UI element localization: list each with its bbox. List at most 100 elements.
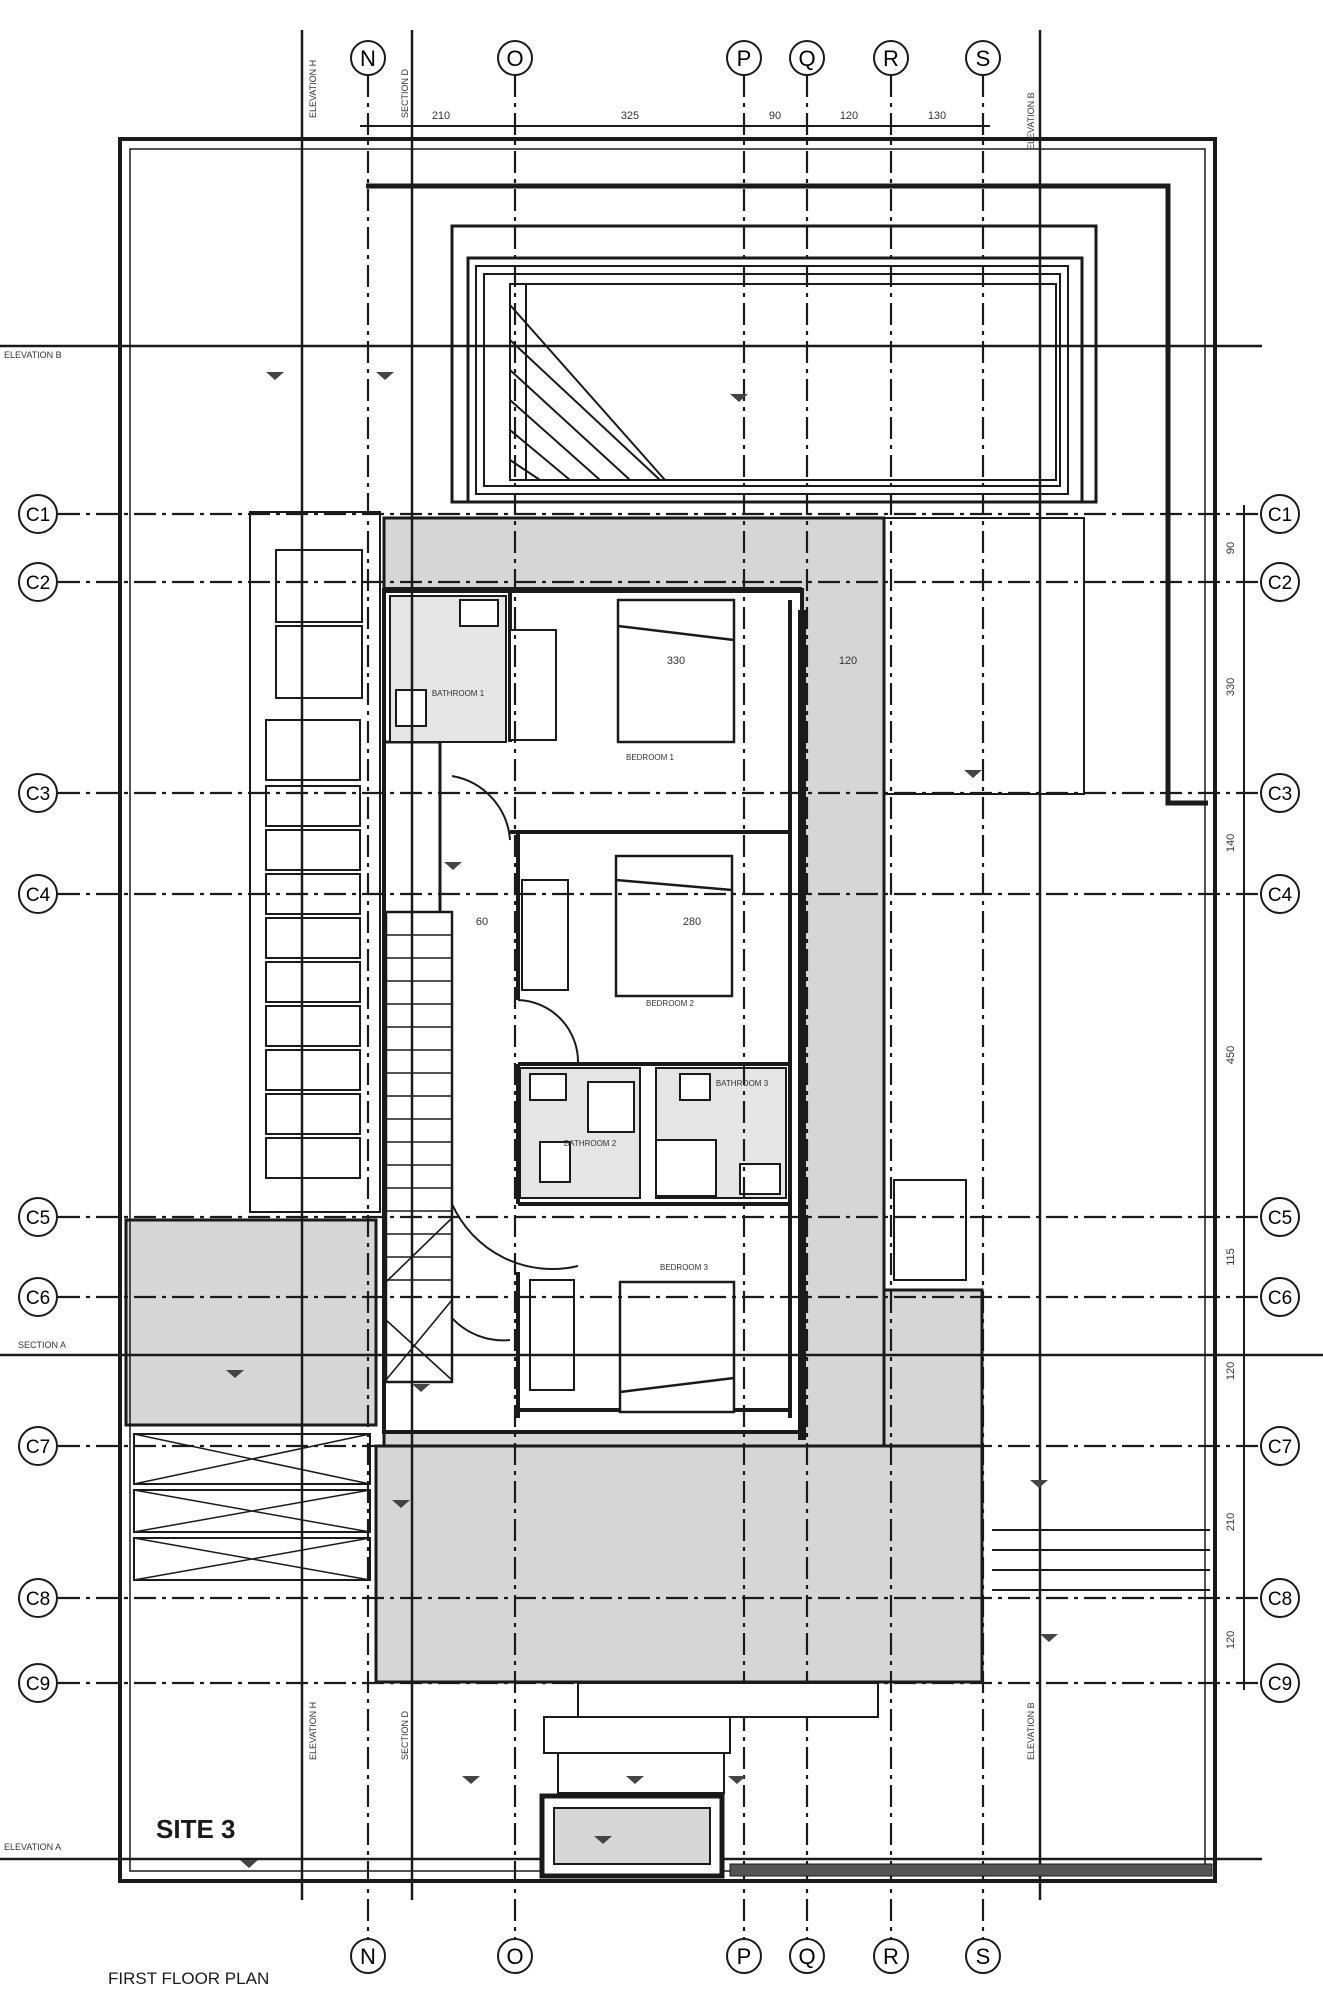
svg-text:P: P: [737, 1944, 752, 1969]
section-label-bottom-3: ELEVATION B: [1026, 1702, 1036, 1760]
pool-steps: [509, 284, 666, 481]
section-lines: [0, 30, 1323, 1900]
bed-3: [618, 1280, 736, 1414]
grid-bubble-Q-bottom: Q: [789, 1938, 825, 1974]
grid-bubble-O-top: O: [497, 40, 533, 76]
pool: [450, 224, 1098, 504]
grid-bubble-C4-right: C4: [1260, 874, 1300, 914]
room-label-bedroom-3: BEDROOM 3: [660, 1263, 709, 1272]
grid-bubble-C4-left: C4: [18, 874, 58, 914]
grid-bubble-N-top: N: [350, 40, 386, 76]
svg-text:S: S: [976, 1944, 991, 1969]
west-terrace-shade: [124, 1218, 378, 1427]
svg-text:C7: C7: [1268, 1437, 1292, 1458]
column-bubbles-top: N O P Q R S: [350, 40, 1001, 76]
svg-text:C2: C2: [1268, 573, 1292, 594]
grid-bubble-C6-left: C6: [18, 1277, 58, 1317]
grid-bubble-Q-top: Q: [789, 40, 825, 76]
dim-top-5: 130: [928, 110, 946, 122]
svg-text:C7: C7: [26, 1437, 50, 1458]
section-label-top-1: ELEVATION H: [308, 60, 318, 118]
dim-bed1-width: 330: [667, 655, 685, 667]
door-swings: [451, 775, 580, 1342]
grid-bubble-C8-right: C8: [1260, 1578, 1300, 1618]
grid-bubble-S-top: S: [965, 40, 1001, 76]
grid-bubble-C8-left: C8: [18, 1578, 58, 1618]
dim-right-7: 210: [1225, 1513, 1237, 1531]
right-dimension-labels: 90 330 140 450 115 120 210 120: [1225, 542, 1237, 1649]
section-label-left-3: ELEVATION A: [4, 1842, 61, 1852]
room-label-bedroom-1: BEDROOM 1: [626, 753, 675, 762]
grid-bubble-C7-left: C7: [18, 1426, 58, 1466]
room-label-bathroom-2: BATHROOM 2: [564, 1139, 617, 1148]
svg-text:C3: C3: [1268, 784, 1292, 805]
grid-bubble-N-bottom: N: [350, 1938, 386, 1974]
grid-bubble-R-bottom: R: [873, 1938, 909, 1974]
svg-text:C8: C8: [1268, 1589, 1292, 1610]
column-bubbles-bottom: N O P Q R S: [350, 1938, 1001, 1974]
svg-text:C9: C9: [1268, 1674, 1292, 1695]
bathrooms: [389, 595, 787, 1199]
grid-bubble-C3-right: C3: [1260, 773, 1300, 813]
room-label-bathroom-1: BATHROOM 1: [432, 689, 485, 698]
svg-text:C3: C3: [26, 784, 50, 805]
grid-bubble-P-top: P: [726, 40, 762, 76]
grid-bubble-O-bottom: O: [497, 1938, 533, 1974]
svg-text:C4: C4: [1268, 885, 1293, 906]
south-fence: [729, 1863, 1213, 1877]
svg-text:C5: C5: [1268, 1208, 1292, 1229]
grid-bubble-C1-left: C1: [18, 494, 58, 534]
svg-text:N: N: [360, 46, 376, 71]
level-markers: [226, 372, 1058, 1868]
dim-corridor: 120: [839, 655, 857, 667]
grid-bubble-P-bottom: P: [726, 1938, 762, 1974]
dim-right-5: 115: [1225, 1248, 1237, 1266]
svg-text:C5: C5: [26, 1208, 50, 1229]
dim-right-4: 450: [1225, 1046, 1237, 1064]
west-parking: [133, 1433, 371, 1581]
grid-bubble-C2-right: C2: [1260, 562, 1300, 602]
svg-text:Q: Q: [798, 46, 815, 71]
dim-right-2: 330: [1225, 678, 1237, 696]
svg-text:R: R: [883, 46, 899, 71]
svg-text:C1: C1: [26, 505, 50, 526]
section-label-left-1: ELEVATION B: [4, 350, 62, 360]
fixtures: [395, 599, 781, 1197]
section-label-bottom-2: SECTION D: [400, 1710, 410, 1760]
svg-text:S: S: [976, 46, 991, 71]
grid-lines: [58, 75, 1262, 1940]
dim-right-6: 120: [1225, 1362, 1237, 1380]
section-label-bottom-1: ELEVATION H: [308, 1702, 318, 1760]
svg-text:C6: C6: [1268, 1288, 1292, 1309]
east-walkway-shade: [882, 1288, 984, 1448]
dim-top-3: 90: [769, 110, 781, 122]
west-planters: [265, 549, 363, 1179]
grid-bubble-C5-right: C5: [1260, 1197, 1300, 1237]
row-bubbles-right: C1 C2 C3 C4 C5 C6 C7 C8 C9: [1260, 494, 1300, 1703]
grid-bubble-C9-right: C9: [1260, 1663, 1300, 1703]
svg-text:C2: C2: [26, 573, 50, 594]
section-label-top-2: SECTION D: [400, 68, 410, 118]
plan-title: FIRST FLOOR PLAN: [108, 1969, 269, 1988]
svg-text:C8: C8: [26, 1589, 50, 1610]
wardrobes: [509, 629, 575, 1391]
svg-text:C1: C1: [1268, 505, 1292, 526]
dimension-strings: [360, 125, 1245, 1690]
svg-text:P: P: [737, 46, 752, 71]
svg-text:O: O: [506, 1944, 523, 1969]
grid-bubble-R-top: R: [873, 40, 909, 76]
grid-bubble-C5-left: C5: [18, 1197, 58, 1237]
room-label-bathroom-3: BATHROOM 3: [716, 1079, 769, 1088]
svg-text:Q: Q: [798, 1944, 815, 1969]
grid-bubble-C9-left: C9: [18, 1663, 58, 1703]
entry-features: [539, 1682, 1213, 1879]
dim-landing: 60: [476, 916, 488, 928]
bed-2: [614, 854, 734, 998]
svg-text:R: R: [883, 1944, 899, 1969]
dim-top-2: 325: [621, 110, 639, 122]
room-labels: BEDROOM 1 BEDROOM 2 BEDROOM 3 BATHROOM 1…: [432, 689, 769, 1272]
grid-bubble-C3-left: C3: [18, 773, 58, 813]
svg-text:C9: C9: [26, 1674, 50, 1695]
svg-text:O: O: [506, 46, 523, 71]
